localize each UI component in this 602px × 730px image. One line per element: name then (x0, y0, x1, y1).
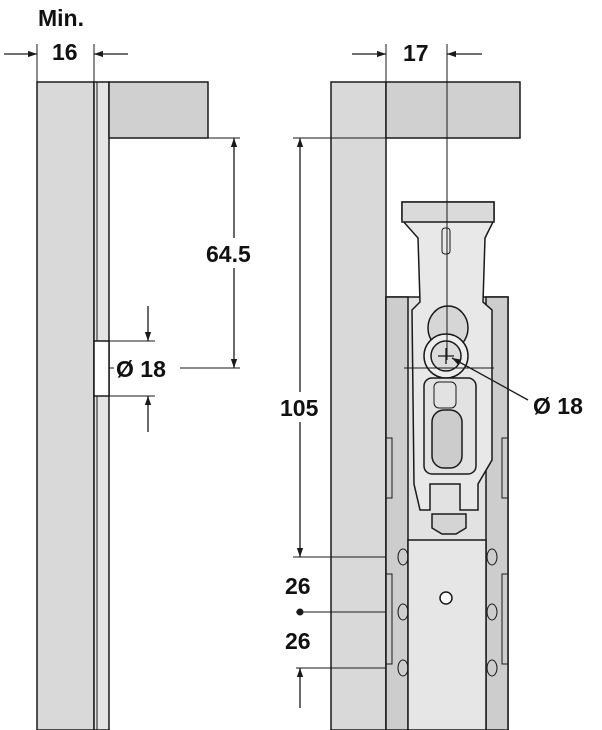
hole-diameter-right-label: Ø 18 (533, 393, 583, 419)
height-64-5-label: 64.5 (206, 241, 251, 267)
left-top-shelf (108, 81, 209, 139)
center-hole (439, 591, 453, 605)
right-side-panel (330, 81, 387, 730)
screw-hole (397, 548, 409, 566)
screw-hole (486, 603, 498, 621)
min-value-label: 16 (52, 39, 78, 65)
left-side-panel (36, 81, 95, 730)
left-drill-hole (93, 340, 110, 397)
screw-hole (397, 659, 409, 677)
screw-hole (486, 659, 498, 677)
spacing-bottom-label: 26 (285, 628, 311, 654)
hole-diameter-left-label: Ø 18 (116, 356, 166, 382)
connector-fitting (401, 201, 495, 535)
min-label: Min. (38, 5, 84, 31)
right-top-shelf (385, 81, 521, 139)
width-17-label: 17 (403, 40, 429, 66)
left-view: Min. 16 64.5 Ø 18 (4, 5, 262, 730)
right-view: 17 105 26 26 Ø 18 (278, 40, 583, 730)
screw-hole (486, 548, 498, 566)
left-face-strip (93, 81, 110, 730)
height-105-label: 105 (280, 395, 319, 421)
screw-hole (397, 603, 409, 621)
spacing-top-label: 26 (285, 573, 311, 599)
plate-holes (397, 548, 498, 677)
